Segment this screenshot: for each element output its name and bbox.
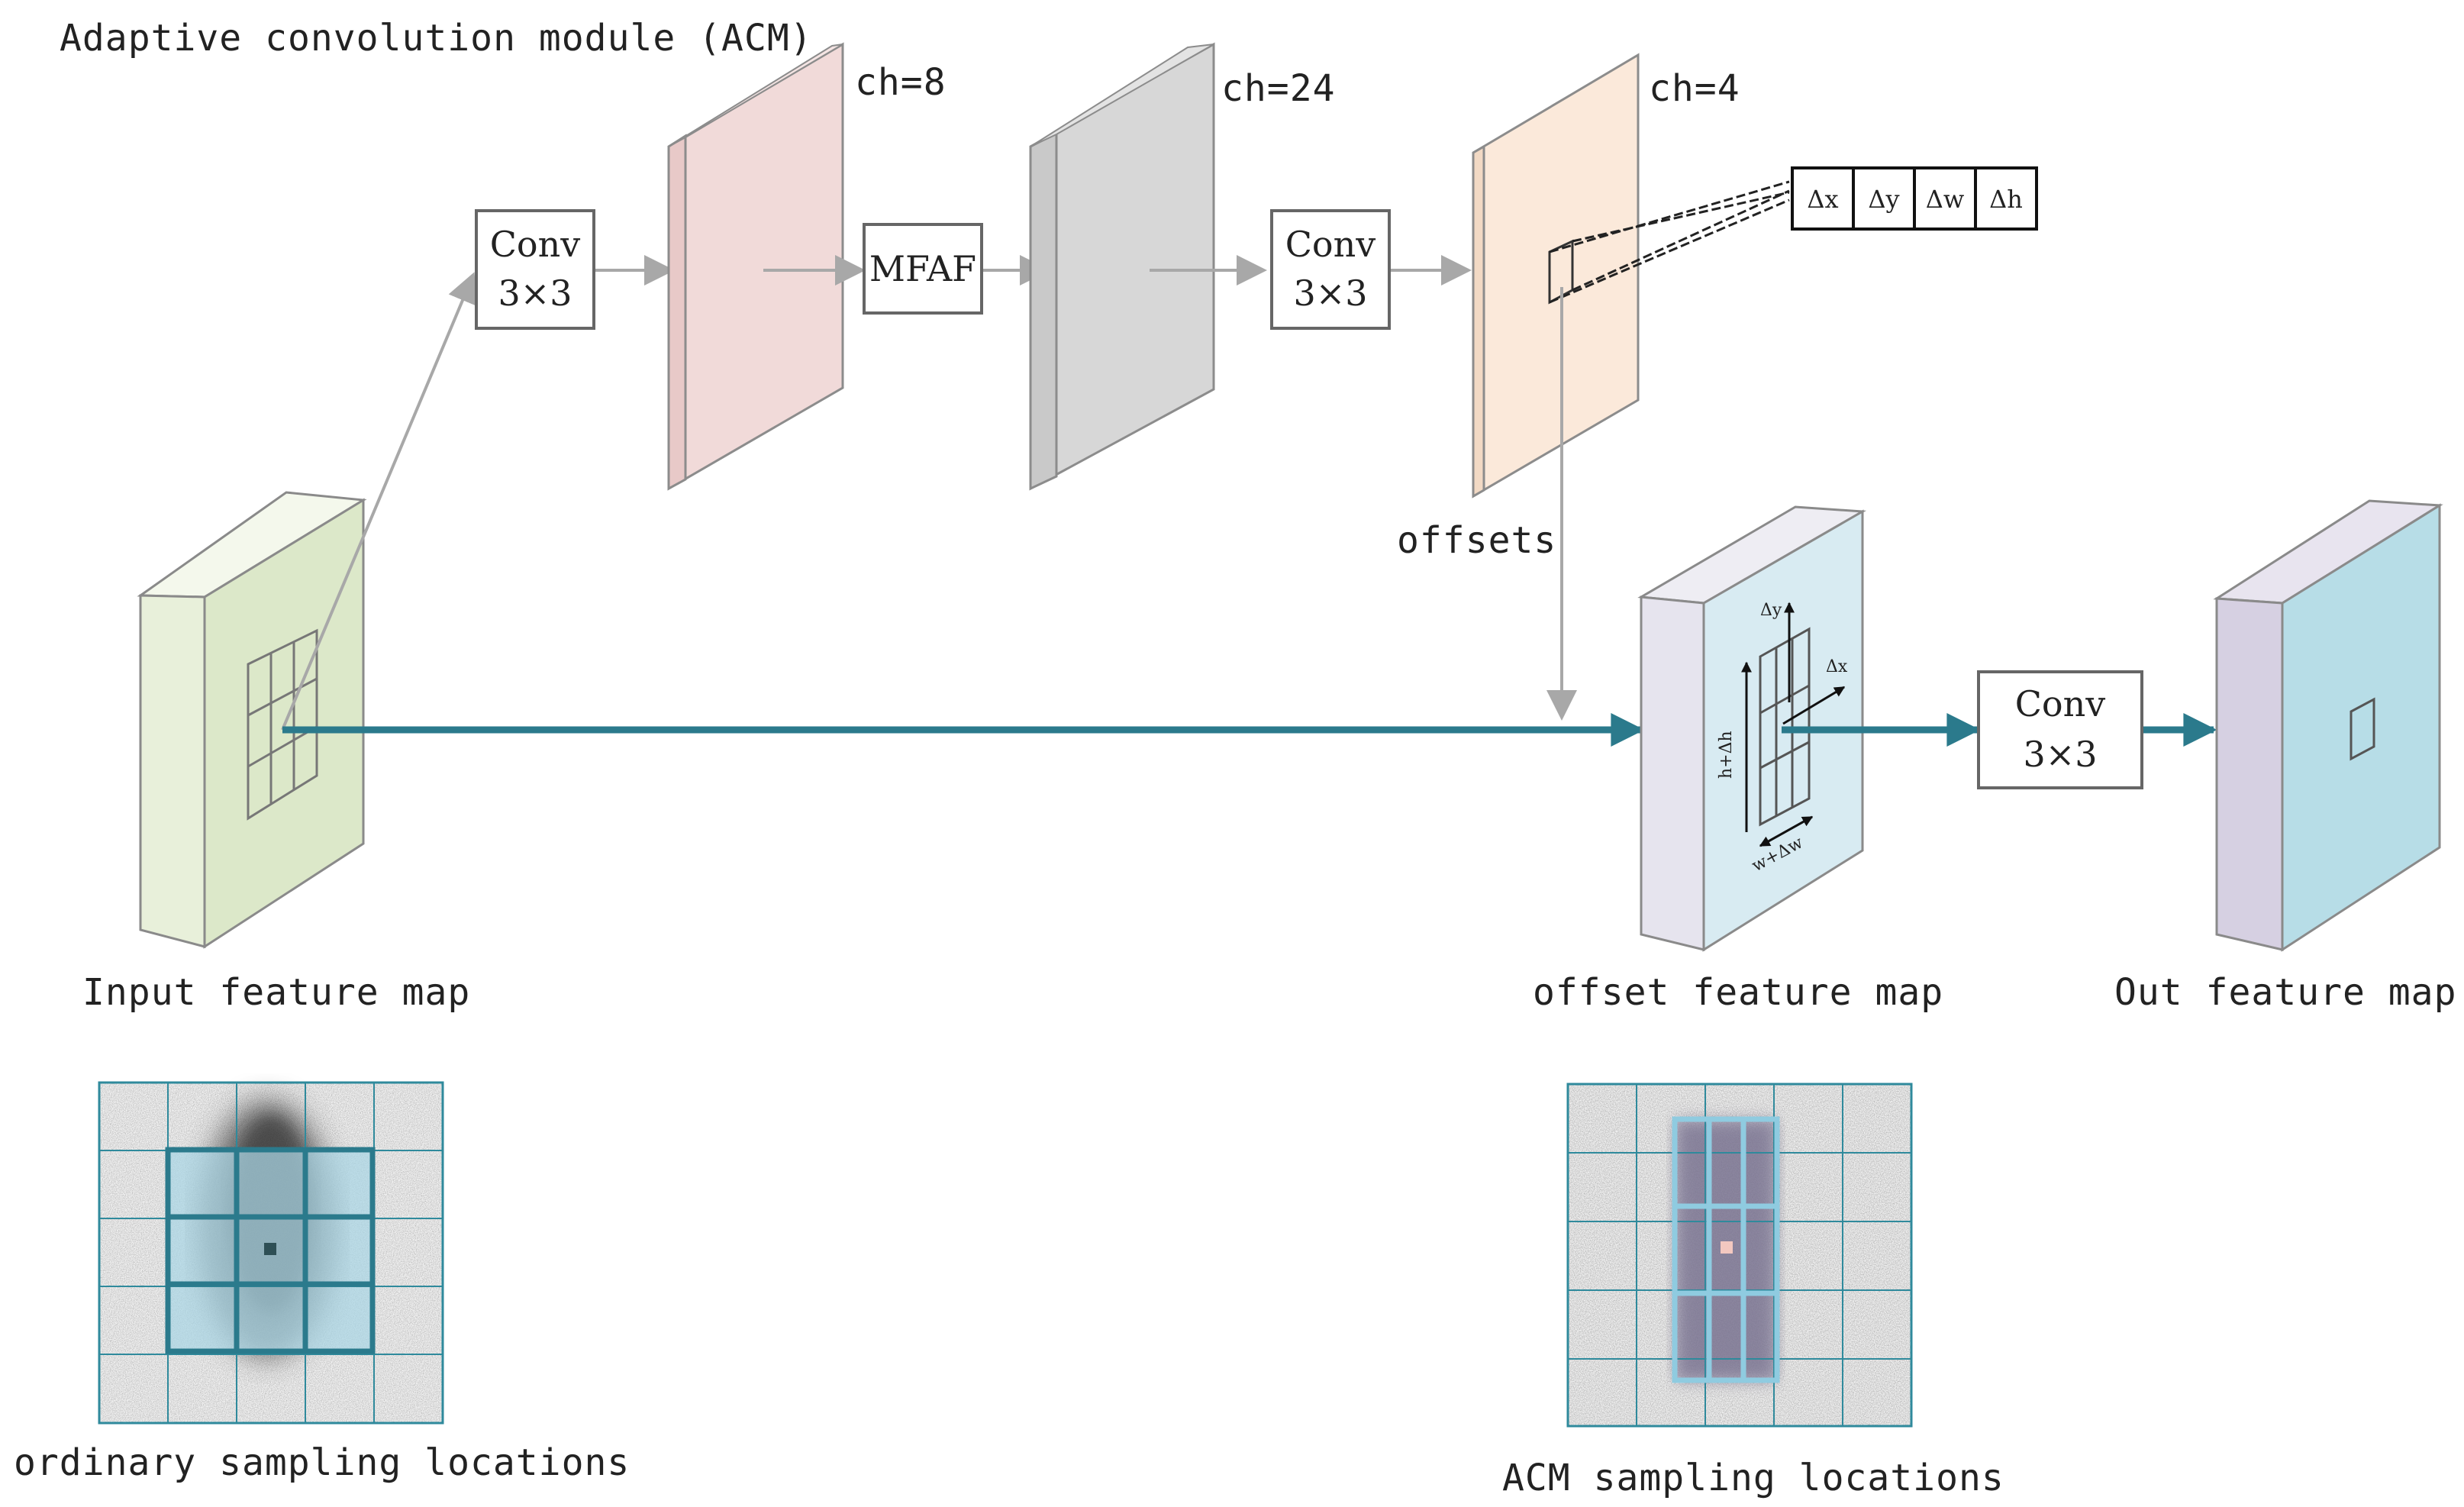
mfaf-block: MFAF xyxy=(863,223,983,315)
param-dw: Δw xyxy=(1926,185,1965,214)
output-caption: Out feature map xyxy=(2114,971,2456,1014)
inset-h-label: h+Δh xyxy=(1717,731,1736,779)
feature-map-ch24: ch=24 xyxy=(1029,42,1336,491)
out-feature-map xyxy=(2213,499,2443,952)
offsets-label: offsets xyxy=(1397,519,1556,562)
diagram-title: Adaptive convolution module (ACM) xyxy=(60,17,813,60)
param-dy: Δy xyxy=(1868,185,1899,214)
ch8-label: ch=8 xyxy=(855,61,947,104)
svg-text:Conv: Conv xyxy=(1285,224,1376,265)
ch4-label: ch=4 xyxy=(1649,67,1740,110)
ordinary-sampling-panel xyxy=(98,1081,444,1425)
inset-dy-label: Δy xyxy=(1760,601,1782,620)
ch24-label: ch=24 xyxy=(1221,67,1336,110)
input-caption: Input feature map xyxy=(82,971,470,1014)
svg-text:3×3: 3×3 xyxy=(498,273,572,314)
conv1-block: Conv 3×3 xyxy=(475,209,595,330)
output-pixel xyxy=(2350,697,2375,761)
svg-text:3×3: 3×3 xyxy=(2023,734,2097,775)
input-to-conv-arrow xyxy=(281,272,477,731)
param-dx: Δx xyxy=(1807,185,1838,214)
acm-caption: ACM sampling locations xyxy=(1502,1457,2004,1499)
zoom-lines xyxy=(1549,180,1790,304)
feature-map-ch4: ch=4 xyxy=(1472,53,1740,499)
svg-text:Conv: Conv xyxy=(2015,683,2106,724)
svg-text:Conv: Conv xyxy=(490,224,581,265)
conv3-block: Conv 3×3 xyxy=(1977,670,2143,789)
conv2-block: Conv 3×3 xyxy=(1270,209,1391,330)
svg-text:MFAF: MFAF xyxy=(869,248,976,289)
input-feature-map xyxy=(137,491,367,949)
ordinary-caption: ordinary sampling locations xyxy=(14,1441,630,1484)
svg-text:3×3: 3×3 xyxy=(1293,273,1367,314)
deformed-kernel-grid xyxy=(1759,627,1811,827)
kernel-grid-3x3 xyxy=(247,628,318,821)
inset-dx-label: Δx xyxy=(1826,657,1848,676)
acm-sampling-panel xyxy=(1566,1083,1913,1428)
feature-map-ch8: ch=8 xyxy=(667,42,947,491)
offset-params: Δx Δy Δw Δh xyxy=(1791,166,2038,231)
param-dh: Δh xyxy=(1989,185,2023,214)
offset-caption: offset feature map xyxy=(1533,971,1943,1014)
